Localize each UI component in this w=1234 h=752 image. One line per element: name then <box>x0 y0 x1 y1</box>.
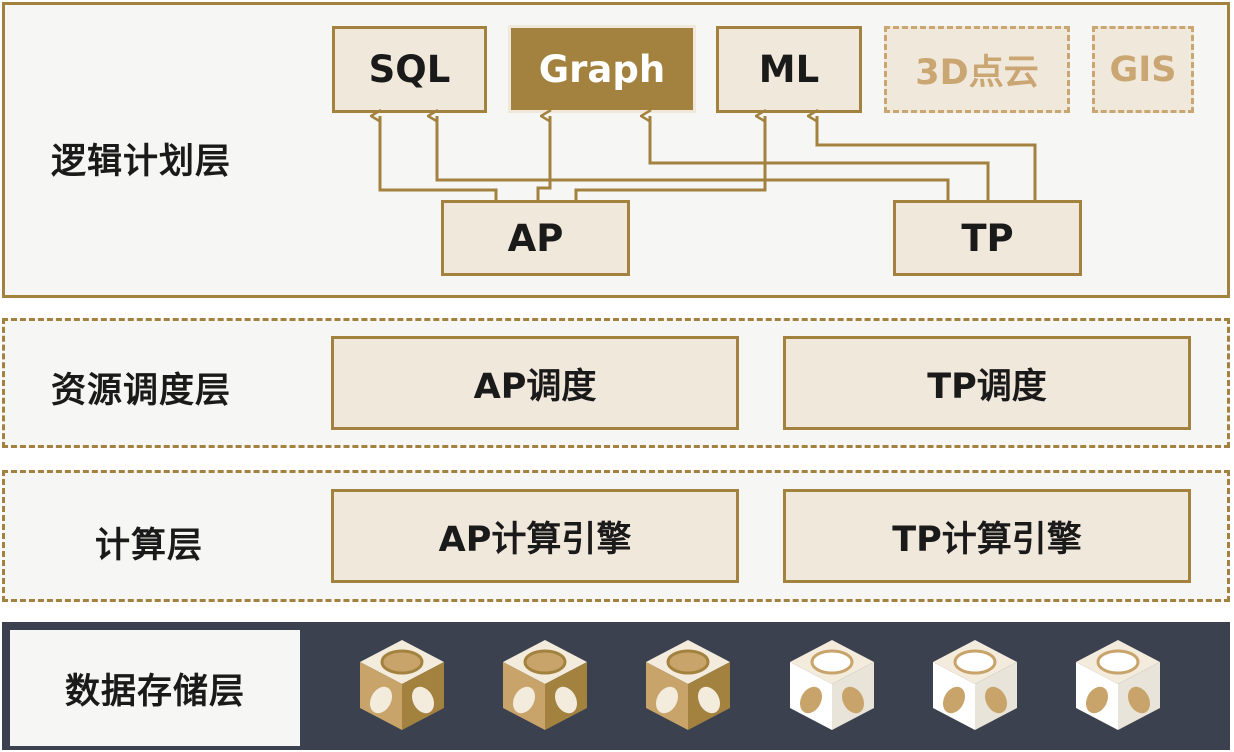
gis-box: GIS <box>1092 26 1194 113</box>
arrow-tp-graph <box>650 116 990 200</box>
storage-node-icon <box>1076 640 1160 730</box>
storage-layer: 数据存储层 <box>2 622 1230 750</box>
arrow-ap-ml <box>574 116 765 200</box>
sql-box: SQL <box>332 26 487 113</box>
pointcloud-box: 3D点云 <box>884 26 1070 113</box>
logic-layer-label: 逻辑计划层 <box>51 142 232 182</box>
ap-engine-box: AP <box>441 200 630 276</box>
arrow-ap-sql-a <box>380 116 498 200</box>
gis-label: GIS <box>1109 49 1177 90</box>
schedule-layer-label: 资源调度层 <box>51 371 232 411</box>
compute-layer-label: 计算层 <box>95 526 204 566</box>
storage-node-icon <box>503 640 587 730</box>
tp-schedule-label: TP调度 <box>927 366 1047 407</box>
storage-node-icon <box>933 640 1017 730</box>
ap-schedule-box: AP调度 <box>331 336 739 430</box>
sql-label: SQL <box>368 48 451 91</box>
routing-arrows <box>0 0 1037 200</box>
arrow-tp-sql <box>437 116 950 200</box>
storage-node-icon <box>360 640 444 730</box>
storage-layer-label: 数据存储层 <box>64 671 245 712</box>
arrow-ap-graph <box>536 116 550 200</box>
arrow-tp-ml <box>817 116 1037 200</box>
ml-label: ML <box>758 48 820 91</box>
storage-label-box: 数据存储层 <box>10 630 300 746</box>
graph-box: Graph <box>508 25 696 113</box>
tp-engine-label: TP <box>961 216 1014 260</box>
tp-compute-label: TP计算引擎 <box>892 519 1082 560</box>
ap-compute-box: AP计算引擎 <box>331 489 739 583</box>
graph-label: Graph <box>538 47 666 91</box>
tp-compute-box: TP计算引擎 <box>783 489 1191 583</box>
tp-engine-box: TP <box>893 200 1082 276</box>
ml-box: ML <box>716 26 862 113</box>
storage-node-icon <box>646 640 730 730</box>
storage-node-icon <box>790 640 874 730</box>
ap-engine-label: AP <box>507 216 564 260</box>
ap-schedule-label: AP调度 <box>473 366 597 407</box>
pointcloud-label: 3D点云 <box>915 53 1039 93</box>
tp-schedule-box: TP调度 <box>783 336 1191 430</box>
ap-compute-label: AP计算引擎 <box>438 519 632 560</box>
